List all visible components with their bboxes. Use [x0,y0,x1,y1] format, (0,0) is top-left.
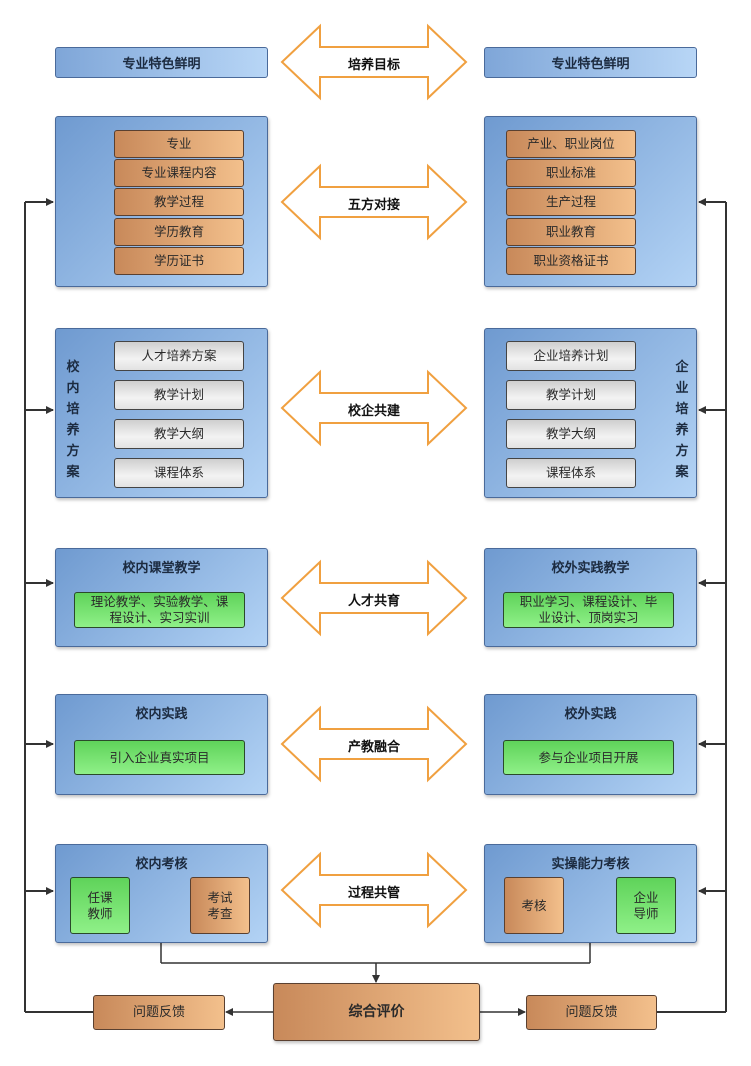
school-classroom-panel: 校内课堂教学 理论教学、实验教学、课 程设计、实习实训 [55,548,268,647]
practical-assessment-title: 实操能力考核 [551,857,630,872]
school-plan-item: 教学计划 [114,380,244,410]
school-assessment-title: 校内考核 [135,857,188,872]
school-plan-item: 人才培养方案 [114,341,244,371]
industry-docking-item: 职业教育 [506,218,636,246]
offcampus-practice-content: 职业学习、课程设计、毕 业设计、顶岗实习 [503,592,674,628]
school-classroom-title: 校内课堂教学 [122,561,201,576]
school-docking-panel: 专业 专业课程内容 教学过程 学历教育 学历证书 [55,116,268,287]
enterprise-training-plan-panel: 企业培养计划 教学计划 教学大纲 课程体系 企 业 培 养 方 案 [484,328,697,498]
right-feedback-line [657,198,727,1013]
industry-docking-panel: 产业、职业岗位 职业标准 生产过程 职业教育 职业资格证书 [484,116,697,287]
right-header: 专业特色鲜明 [484,47,697,78]
school-plan-item: 课程体系 [114,458,244,488]
school-practice-title: 校内实践 [135,707,188,722]
industry-docking-item: 职业标准 [506,159,636,187]
enterprise-plan-item: 教学计划 [506,380,636,410]
exam-box: 考试 考查 [190,877,250,934]
label-five-docking: 五方对接 [347,198,400,213]
assessment-box: 考核 [504,877,564,934]
left-header: 专业特色鲜明 [55,47,268,78]
comprehensive-evaluation-box: 综合评价 [273,983,480,1041]
industry-docking-item: 产业、职业岗位 [506,130,636,158]
enterprise-plan-item: 教学大纲 [506,419,636,449]
double-arrow-docking [280,163,468,241]
offcampus-practice-panel: 校外实践教学 职业学习、课程设计、毕 业设计、顶岗实习 [484,548,697,647]
enterprise-plan-vertical-title: 企 业 培 养 方 案 [675,360,689,480]
label-integration: 产教融合 [347,740,400,755]
school-plan-item: 教学大纲 [114,419,244,449]
double-arrow-cobuild [280,369,468,447]
left-feedback-line [24,198,93,1013]
school-assessment-panel: 校内考核 任课 教师 考试 考查 [55,844,268,943]
label-training-goal: 培养目标 [347,58,400,73]
label-cobuild: 校企共建 [347,404,400,419]
left-feedback-box: 问题反馈 [93,995,225,1030]
double-arrows [280,23,468,929]
double-arrow-integration [280,705,468,783]
double-arrow-cultivate [280,559,468,637]
industry-docking-item: 生产过程 [506,188,636,216]
school-docking-item: 学历证书 [114,247,244,275]
practical-assessment-panel: 实操能力考核 考核 企业 导师 [484,844,697,943]
assessment-merge-line [160,943,591,983]
double-arrow-comanage [280,851,468,929]
mentor-box: 企业 导师 [616,877,676,934]
label-cultivate: 人才共育 [347,594,400,609]
school-classroom-content: 理论教学、实验教学、课 程设计、实习实训 [74,592,245,628]
enterprise-practice-panel: 校外实践 参与企业项目开展 [484,694,697,795]
school-docking-item: 专业课程内容 [114,159,244,187]
school-docking-item: 专业 [114,130,244,158]
enterprise-plan-item: 企业培养计划 [506,341,636,371]
industry-docking-item: 职业资格证书 [506,247,636,275]
enterprise-practice-title: 校外实践 [564,707,617,722]
teacher-box: 任课 教师 [70,877,130,934]
school-plan-vertical-title: 校 内 培 养 方 案 [66,360,80,480]
right-feedback-box: 问题反馈 [526,995,657,1030]
school-practice-panel: 校内实践 引入企业真实项目 [55,694,268,795]
school-training-plan-panel: 校 内 培 养 方 案 人才培养方案 教学计划 教学大纲 课程体系 [55,328,268,498]
school-practice-content: 引入企业真实项目 [74,740,245,775]
school-docking-item: 学历教育 [114,218,244,246]
label-comanage: 过程共管 [347,886,400,901]
offcampus-practice-title: 校外实践教学 [551,561,630,576]
enterprise-plan-item: 课程体系 [506,458,636,488]
school-docking-item: 教学过程 [114,188,244,216]
double-arrow-target [280,23,468,101]
enterprise-practice-content: 参与企业项目开展 [503,740,674,775]
